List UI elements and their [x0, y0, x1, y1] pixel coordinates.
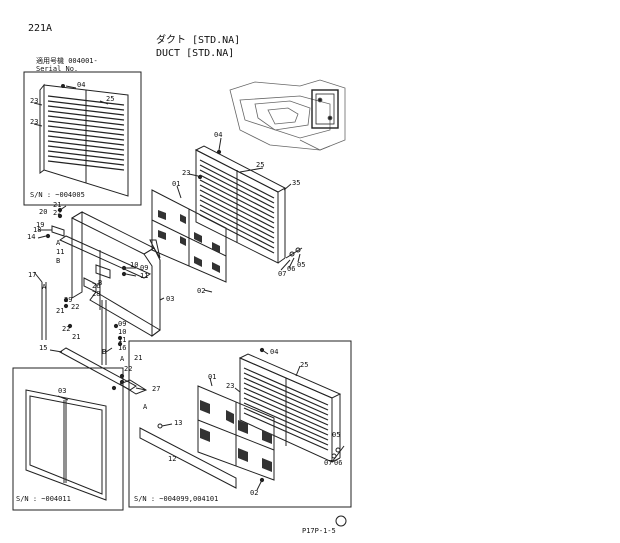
callout-letter: B	[56, 257, 61, 265]
serial-note-top-left: S/N : ~004005	[30, 191, 85, 199]
callout: 22	[71, 303, 80, 311]
callout: 16	[118, 344, 127, 352]
callout: 13	[174, 419, 183, 427]
callout: 18	[33, 226, 42, 234]
callout: 11	[56, 248, 65, 256]
serial-note-bottom-middle: S/N : ~004099,004101	[134, 495, 219, 503]
callout-letter: A	[120, 355, 125, 363]
callout: 10	[130, 261, 139, 269]
callout: 22	[124, 365, 133, 373]
callout: 04	[214, 131, 223, 139]
callout-letter: A	[143, 403, 148, 411]
callout: 17	[28, 271, 37, 279]
title-jp: ダクト [STD.NA]	[156, 35, 241, 46]
serial-jp: 適用号機 004001-	[36, 57, 98, 65]
callout-letter: A	[42, 283, 47, 291]
serial-note-bottom-left: S/N : ~004011	[16, 495, 71, 503]
callout: 02	[197, 287, 206, 295]
callout-letter: A	[56, 239, 61, 247]
callout: 02	[250, 489, 259, 497]
callout: 06	[287, 265, 296, 273]
callout: 29	[64, 296, 73, 304]
callout: 01	[208, 373, 217, 381]
callout: 25	[256, 161, 265, 169]
frame-assembly	[33, 205, 165, 395]
callout: 05	[332, 431, 341, 439]
callout: 23	[226, 382, 235, 390]
callout: 22	[62, 325, 71, 333]
callout-letter: B	[102, 348, 107, 356]
callout: 09	[118, 320, 127, 328]
callout: 03	[58, 387, 67, 395]
callout: 21	[56, 307, 65, 315]
inset-bottom-left	[12, 367, 124, 511]
machine-overview-thumbnail	[229, 79, 346, 151]
callout: 05	[297, 261, 306, 269]
callout: 28	[92, 290, 101, 298]
callout: 23	[30, 118, 39, 126]
callout: 26	[92, 282, 101, 290]
callout: 25	[300, 361, 309, 369]
callout: 27	[152, 385, 161, 393]
callout: 21	[72, 333, 81, 341]
callout: 21	[53, 201, 62, 209]
callout: 23	[30, 97, 39, 105]
callout: 07	[278, 270, 287, 278]
callout: 12	[168, 455, 177, 463]
inset-top-left	[23, 71, 142, 206]
inset-bottom-middle	[128, 340, 352, 508]
callout: 21	[134, 354, 143, 362]
callout: 15	[39, 344, 48, 352]
callout: 11	[140, 272, 149, 280]
callout-letter: B	[98, 279, 103, 287]
page-id: 221A	[28, 23, 53, 34]
callout: 04	[270, 348, 279, 356]
center-grille-assembly	[151, 137, 303, 293]
callout: 09	[140, 264, 149, 272]
callout: 06	[334, 459, 343, 467]
callout: 19	[36, 221, 45, 229]
title-en: DUCT [STD.NA]	[156, 48, 235, 59]
page-number: P17P-1-5	[302, 527, 336, 535]
callout: 10	[118, 328, 127, 336]
callout: 11	[118, 336, 127, 344]
callout: 35	[292, 179, 301, 187]
section-marker	[335, 515, 347, 527]
callout: 25	[106, 95, 115, 103]
callout: 03	[166, 295, 175, 303]
callout: 07	[324, 459, 333, 467]
callout: 14	[27, 233, 36, 241]
callout: 22	[53, 209, 62, 217]
callout: 20	[39, 208, 48, 216]
serial-en: Serial No.	[36, 65, 79, 73]
callout: 04	[77, 81, 86, 89]
callout: 01	[172, 180, 181, 188]
callout: 23	[182, 169, 191, 177]
